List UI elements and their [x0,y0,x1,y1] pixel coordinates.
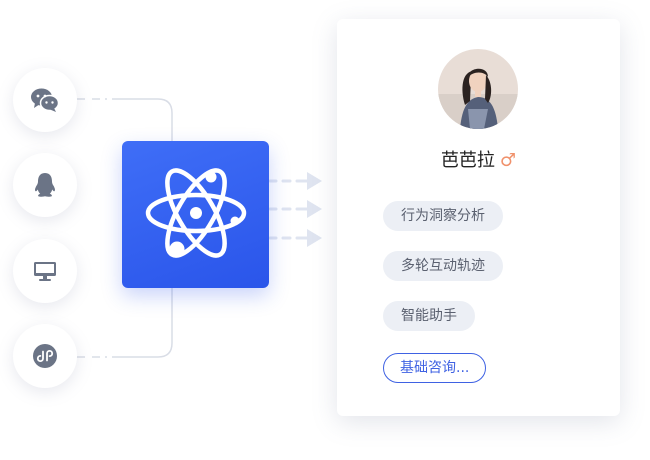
tag-smart-assistant: 智能助手 [383,301,475,331]
avatar[interactable] [438,49,518,129]
desktop-icon [33,260,57,282]
wechat-icon [30,87,60,113]
channel-web[interactable] [13,239,77,303]
visitor-name: 芭芭拉 [440,150,495,171]
male-gender-icon: ♂ [499,150,517,171]
visitor-profile-card: 芭芭拉♂ 行为洞察分析 多轮互动轨迹 智能助手 基础咨询... [337,19,620,416]
tag-behavior-insight: 行为洞察分析 [383,201,503,231]
basic-consult-button[interactable]: 基础咨询... [383,353,487,383]
mini-program-icon [32,343,58,369]
channel-qq[interactable] [13,153,77,217]
visitor-name-row: 芭芭拉♂ [337,146,620,172]
ai-hub [122,141,269,288]
tag-multi-turn-trace: 多轮互动轨迹 [383,251,503,281]
channel-mini-program[interactable] [13,324,77,388]
channel-wechat[interactable] [13,68,77,132]
atom-icon [141,158,251,272]
qq-icon [33,172,57,198]
